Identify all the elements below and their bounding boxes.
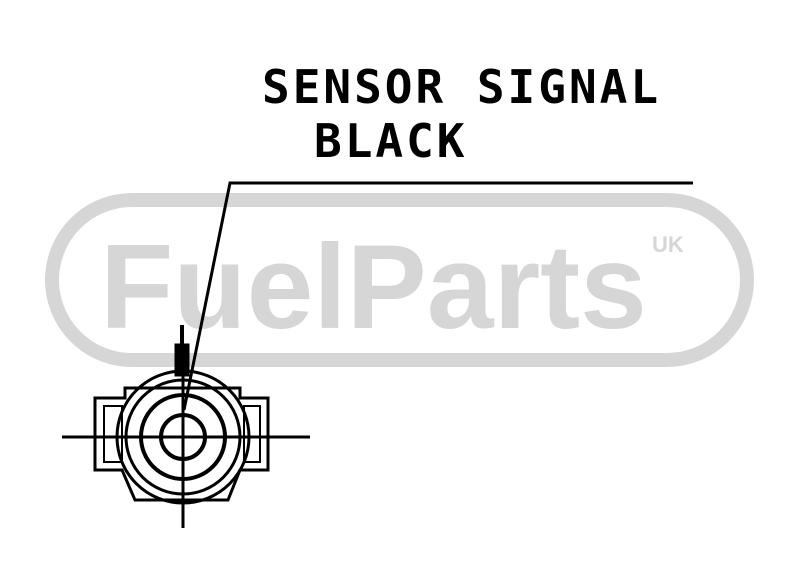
- right-latch: [243, 405, 261, 463]
- fuelparts-watermark: FuelParts UK: [45, 193, 754, 367]
- watermark-brand: FuelParts: [100, 220, 647, 354]
- watermark-region: UK: [652, 232, 684, 257]
- label-wire-color: BLACK: [314, 114, 467, 168]
- connector-face: [62, 325, 310, 528]
- connector-housing: [93, 386, 270, 502]
- watermark-border: [45, 193, 754, 367]
- label-sensor-signal: SENSOR SIGNAL: [262, 60, 661, 114]
- locking-tab: [174, 343, 190, 377]
- leader-line: [182, 181, 693, 411]
